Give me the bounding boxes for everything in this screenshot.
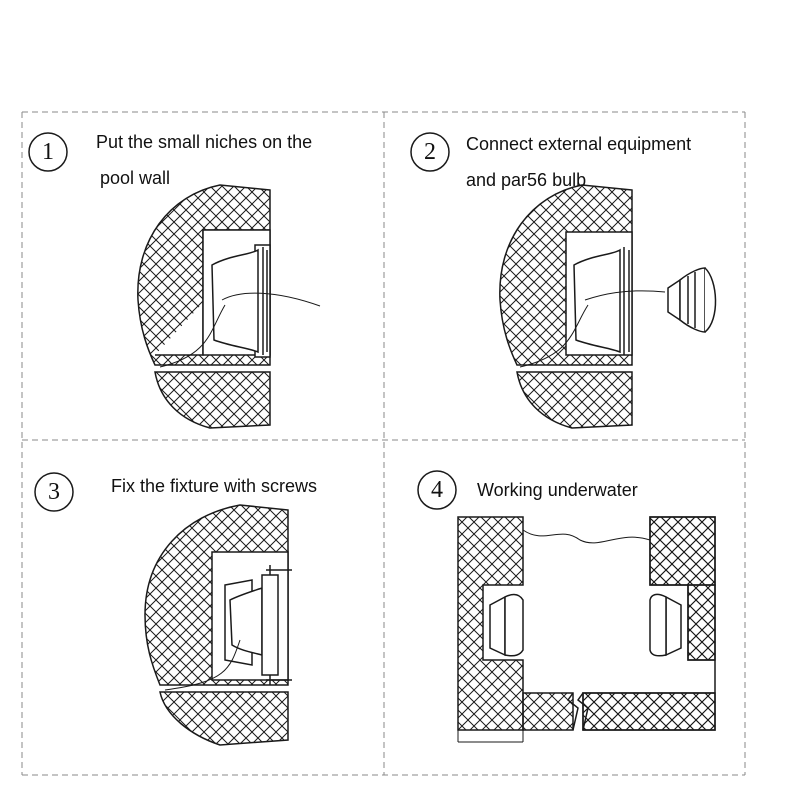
- step-4-circle: [417, 470, 457, 510]
- panel-2-bulb-drawing: [499, 184, 717, 429]
- step-4-label: Working underwater: [477, 480, 638, 500]
- panel-3-fixture-drawing: [144, 504, 292, 746]
- step-2-label-line-1: Connect external equipment: [466, 134, 692, 154]
- step-3-number: 3: [48, 478, 60, 505]
- panel-4-pool-drawing: [457, 516, 716, 743]
- step-3-circle: [34, 472, 74, 512]
- step-1-label-line-2: pool wall: [100, 168, 171, 188]
- step-2-circle: [410, 132, 450, 172]
- step-2-number: 2: [424, 138, 436, 165]
- step-1-label-line-1: Put the small niches on the: [96, 132, 313, 152]
- panel-dividers: [21, 111, 746, 776]
- panel-1-niche-drawing: [137, 184, 321, 429]
- step-1-circle: [28, 132, 68, 172]
- step-3-label: Fix the fixture with screws: [111, 476, 318, 496]
- step-4-number: 4: [431, 476, 443, 503]
- step-1-number: 1: [42, 138, 54, 165]
- step-circles: [28, 132, 457, 512]
- step-2-label-line-2: and par56 bulb: [466, 170, 587, 190]
